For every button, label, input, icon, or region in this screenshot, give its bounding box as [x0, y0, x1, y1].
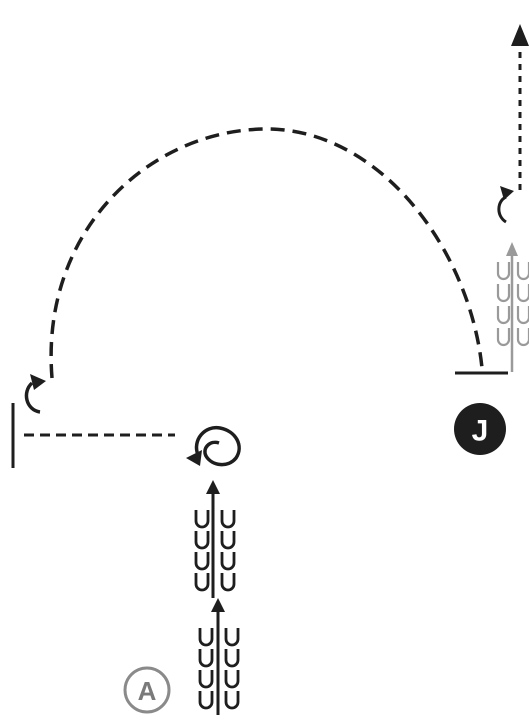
footprint-column-right [496, 262, 529, 347]
footprint-icon [220, 552, 236, 571]
footprint-icon [194, 552, 210, 571]
footprint-icon [496, 306, 511, 325]
arrow-lower [211, 598, 225, 715]
footprint-icon [220, 573, 236, 592]
footprint-icon [224, 628, 240, 647]
footprint-icon [516, 306, 529, 325]
arrow-head-icon [511, 24, 529, 46]
footprint-icon [198, 649, 214, 668]
footprint-icon [194, 510, 210, 529]
footprint-column-upper [194, 510, 236, 592]
footprint-icon [198, 628, 214, 647]
turn-arrow-icon [497, 186, 514, 224]
arrow-right-column [506, 242, 518, 372]
footprint-icon [198, 670, 214, 689]
footprint-icon [194, 531, 210, 550]
turn-arrow-icon [24, 374, 46, 414]
arrow-upper [206, 480, 220, 598]
footprint-icon [496, 262, 511, 281]
footprint-icon [220, 510, 236, 529]
footprint-icon [220, 531, 236, 550]
dashed-path-arc [49, 127, 484, 379]
arrow-head-icon [211, 598, 225, 612]
spin-arrow-icon [186, 425, 241, 467]
footprint-column-lower [198, 628, 240, 710]
footprint-icon [496, 284, 511, 303]
dotted-path-vertical [511, 24, 529, 190]
footprint-icon [198, 691, 214, 710]
footprint-icon [224, 691, 240, 710]
marker-a-label: A [138, 676, 157, 706]
marker-a: A [123, 666, 171, 714]
footprint-icon [224, 670, 240, 689]
marker-j-label: J [472, 415, 489, 448]
footprint-icon [496, 328, 511, 347]
footprint-icon [194, 573, 210, 592]
marker-j: J [454, 403, 506, 455]
footprint-icon [224, 649, 240, 668]
footprint-icon [516, 262, 529, 281]
footprint-icon [516, 328, 529, 347]
footprint-icon [516, 284, 529, 303]
arrow-head-icon [506, 242, 518, 256]
arrow-head-icon [206, 480, 220, 494]
